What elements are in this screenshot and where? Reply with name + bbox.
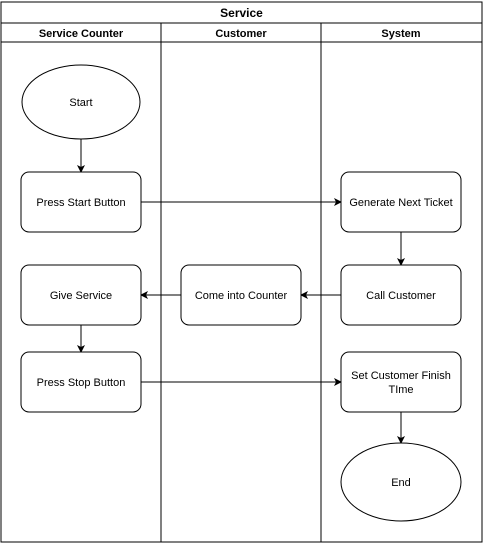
node-label: TIme: [388, 384, 413, 396]
node-label: Call Customer: [366, 290, 436, 302]
node-come-into-counter: Come into Counter: [180, 264, 302, 326]
node-label: Set Customer Finish: [351, 370, 451, 382]
lane-title-customer: Customer: [215, 28, 267, 40]
node-shape-rect: [340, 264, 462, 326]
node-label: Press Start Button: [36, 197, 125, 209]
node-label: Come into Counter: [195, 290, 288, 302]
node-shape-rect: [340, 171, 462, 233]
lane-title-service-counter: Service Counter: [39, 28, 124, 40]
edges-layer: [77, 139, 405, 444]
node-call-customer: Call Customer: [340, 264, 462, 326]
node-label: Give Service: [50, 290, 112, 302]
node-press-start: Press Start Button: [20, 171, 142, 233]
node-label: Generate Next Ticket: [349, 197, 452, 209]
node-shape-rect: [20, 264, 142, 326]
node-label: Press Stop Button: [37, 377, 126, 389]
node-give-service: Give Service: [20, 264, 142, 326]
node-start: Start: [21, 64, 141, 140]
node-shape-rect: [20, 171, 142, 233]
node-shape-rect: [20, 351, 142, 413]
node-shape-ellipse: [340, 442, 462, 522]
node-label: Start: [69, 97, 92, 109]
node-press-stop: Press Stop Button: [20, 351, 142, 413]
pool-title: Service: [220, 6, 263, 20]
node-label: End: [391, 477, 411, 489]
node-shape-ellipse: [21, 64, 141, 140]
node-shape-rect: [340, 351, 462, 413]
node-generate-ticket: Generate Next Ticket: [340, 171, 462, 233]
lane-title-system: System: [381, 28, 420, 40]
node-shape-rect: [180, 264, 302, 326]
node-end: End: [340, 442, 462, 522]
